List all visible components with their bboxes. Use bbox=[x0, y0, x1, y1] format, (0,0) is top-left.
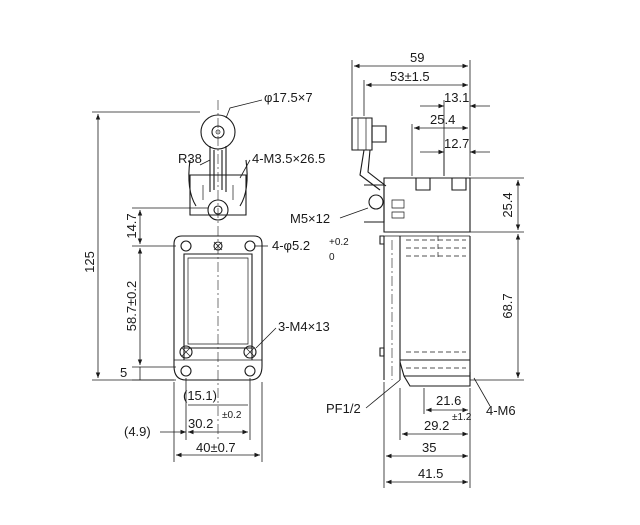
terminal-screw-label: 3-M4×13 bbox=[278, 319, 330, 334]
hole-pitch-v-label: 58.7±0.2 bbox=[124, 281, 139, 332]
side-screw-label: M5×12 bbox=[290, 211, 330, 226]
roller-offset-label: 53±1.5 bbox=[390, 69, 430, 84]
dim-13-1-label: 13.1 bbox=[444, 90, 469, 105]
side-view: 59 53±1.5 13.1 25.4 12.7 M5×12 25.4 68.7… bbox=[290, 50, 524, 488]
dim-29-2-tol-label: ±1.2 bbox=[452, 412, 472, 423]
roller-label: φ17.5×7 bbox=[264, 90, 313, 105]
bottom-offset-label: 5 bbox=[120, 365, 127, 380]
mount-hole-label: 4-φ5.2 bbox=[272, 238, 310, 253]
hole-pitch-h-label: 30.2 bbox=[188, 416, 213, 431]
side-body bbox=[379, 235, 471, 380]
side-roller bbox=[351, 117, 387, 151]
dim-12-7-label: 12.7 bbox=[444, 136, 469, 151]
side-lever bbox=[359, 149, 387, 223]
hole-pitch-h-tol-label: ±0.2 bbox=[222, 410, 242, 421]
mount-hole-tol-upper: +0.2 bbox=[329, 237, 349, 248]
height-head-label: 25.4 bbox=[500, 192, 515, 217]
width-total-label: 40±0.7 bbox=[196, 440, 236, 455]
side-width-total-label: 59 bbox=[410, 50, 424, 65]
dim-41-5-label: 41.5 bbox=[418, 466, 443, 481]
height-top-label: 14.7 bbox=[124, 213, 139, 238]
left-offset-label: (4.9) bbox=[124, 424, 151, 439]
conduit-label: PF1/2 bbox=[326, 401, 361, 416]
dim-35-label: 35 bbox=[422, 440, 436, 455]
side-head bbox=[383, 177, 471, 237]
side-conduit bbox=[399, 361, 471, 387]
dim-25-4-top-label: 25.4 bbox=[430, 112, 455, 127]
height-body-label: 68.7 bbox=[500, 293, 515, 318]
height-total-label: 125 bbox=[82, 251, 97, 273]
radius-label: R38 bbox=[178, 151, 202, 166]
bottom-screw-label: 4-M6 bbox=[486, 403, 516, 418]
dim-29-2-label: 29.2 bbox=[424, 418, 449, 433]
lever-screw-label: 4-M3.5×26.5 bbox=[252, 151, 325, 166]
mount-hole-tol-lower: 0 bbox=[329, 252, 335, 263]
dim-21-6-label: 21.6 bbox=[436, 393, 461, 408]
terminal-screws bbox=[179, 345, 257, 359]
inner-width-label: (15.1) bbox=[183, 388, 217, 403]
front-view: φ17.5×7 R38 4-M3.5×26.5 4-φ5.2 +0.2 0 3-… bbox=[82, 90, 349, 462]
